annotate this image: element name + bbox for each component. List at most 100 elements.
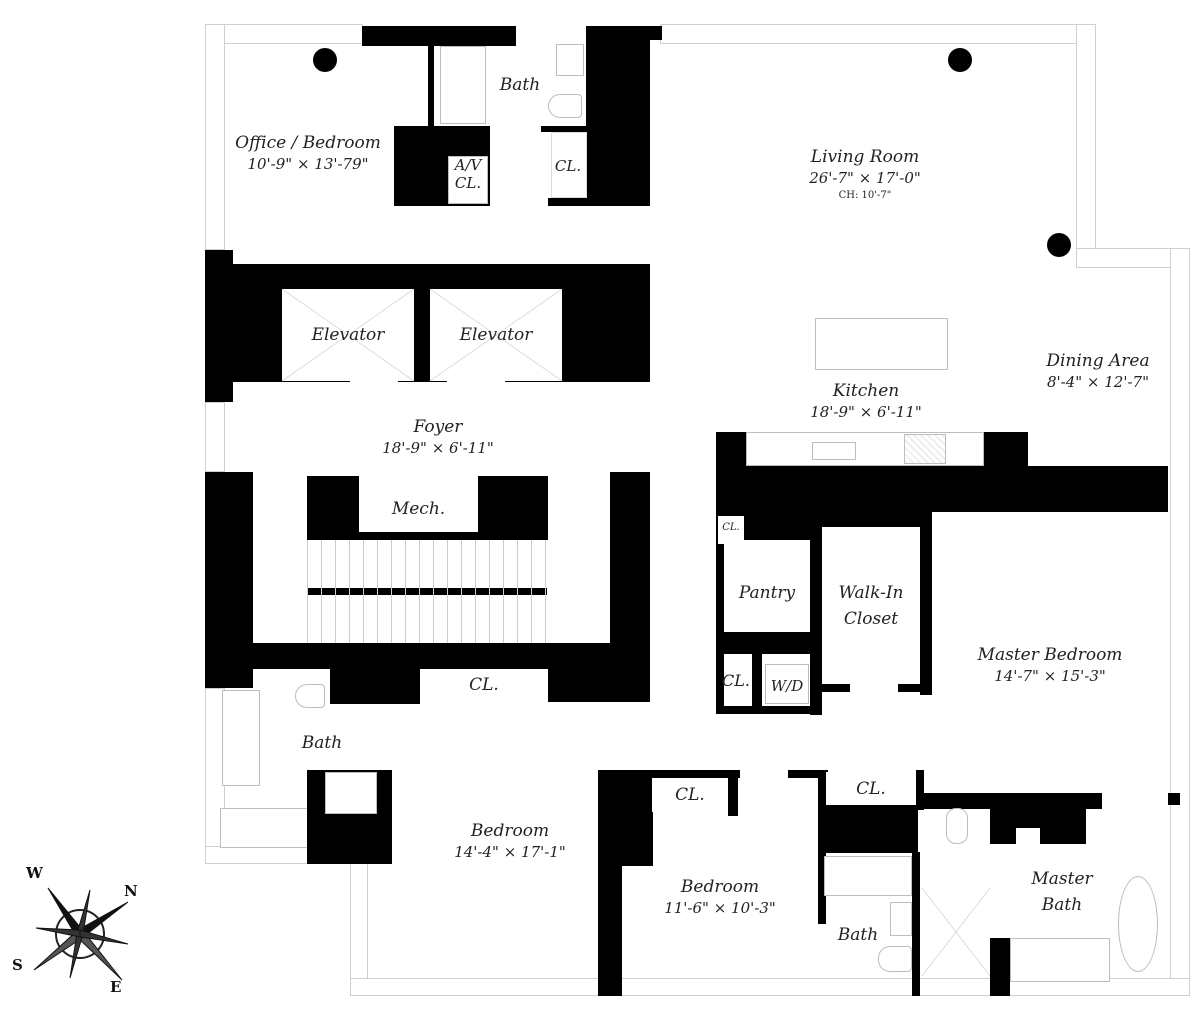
wall-right-stub [1168,793,1180,805]
closet-bedroom-2-box [652,778,728,812]
compass-icon [33,887,129,981]
compass-east: E [110,978,122,996]
compass-rose: W N S E [10,860,150,1000]
kitchen-island [815,318,948,370]
kitchen-range [904,434,946,464]
kitchen-counter [746,432,984,466]
bathtub-top [440,46,486,124]
room-bedroom-2: Bedroom 11'-6" × 10'-3" [640,876,800,918]
room-bedroom-1: Bedroom 14'-4" × 17'-1" [420,820,600,862]
wall-walkin-bottom-left [816,684,850,692]
elevator-x-icon [281,288,415,382]
room-mech: Mech. [359,498,478,520]
toilet-bottom [878,946,912,972]
room-name: CL. [722,522,740,533]
double-vanity-left [222,690,260,786]
toilet-left [295,684,325,708]
exterior-window-wall-bottom [350,978,1190,996]
wall-hall-left [330,660,420,704]
double-vanity-master [1010,938,1110,982]
wall-master-vanity [990,938,1010,996]
wall-closet-b2-top [650,770,740,778]
room-bath-top: Bath [490,74,550,96]
room-bath-left: Bath [292,732,352,754]
wall-core-right [586,26,650,206]
wall-walkin-bottom-right [898,684,932,692]
room-name: Office / Bedroom [235,133,381,153]
room-pantry: Pantry [724,582,810,604]
wall-pantry-divider [810,525,822,715]
exterior-window-wall-top-left [205,24,363,44]
room-kitchen: Kitchen 18'-9" × 6'-11" [786,380,946,422]
mech-room-box [359,484,478,532]
room-name: Elevator [459,325,533,345]
elevator-door-2 [447,381,505,397]
hall-closet-box [420,669,548,701]
room-dimensions: 8'-4" × 12'-7" [1046,373,1149,391]
room-elevator-1: Elevator [282,324,414,346]
sink-top [556,44,584,76]
room-name: Kitchen [832,381,900,401]
room-office-bedroom: Office / Bedroom 10'-9" × 13'-79" [228,132,388,174]
kitchen-sink [812,442,856,460]
elevator-x-icon [429,288,563,382]
wall-pantry-bottom [716,632,816,654]
wall-mech-right [478,476,548,540]
room-name: Bedroom [680,877,760,897]
exterior-window-wall-right-lower [1170,248,1190,996]
room-name: Elevator [311,325,385,345]
room-closet-master: CL. [826,778,916,800]
elevator-shaft-1 [281,288,415,382]
wall-master-closet-right [916,770,924,810]
freestanding-tub [1118,876,1158,972]
structural-column [313,48,337,72]
wall-mech-left [307,476,359,540]
walk-in-closet-box [822,527,920,687]
room-closet-bedroom-2: CL. [652,784,728,806]
shower-left [325,772,377,814]
sink-bottom [890,902,912,936]
room-name: CL. [856,779,886,799]
wall-pantry-left [716,540,724,710]
room-dimensions: 18'-9" × 6'-11" [382,439,494,457]
wall-hall-right [548,660,650,702]
room-dimensions: 14'-4" × 17'-1" [454,843,566,861]
exterior-window-wall-bedroom-left [350,862,368,996]
exterior-window-wall-right-upper [1076,24,1096,256]
wall-laundry-divider [752,654,762,710]
room-closet-laundry: CL. [718,670,754,692]
wall-master-closet-block [818,805,918,853]
av-closet-box [448,156,488,204]
room-name: Mech. [391,499,446,519]
room-name: A/V [454,156,482,174]
wall-laundry-bottom [716,706,820,714]
compass-north: N [124,882,138,900]
shower-x-icon [921,887,991,977]
room-name: Master Bedroom [977,645,1123,665]
room-dimensions: 11'-6" × 10'-3" [664,899,776,917]
room-name: Bath [499,75,541,95]
wall-stair-left [205,472,253,688]
elevator-shaft-2 [429,288,563,382]
pantry-box [724,554,810,632]
room-closet-hall: CL. [420,674,548,696]
room-master-bedroom: Master Bedroom 14'-7" × 15'-3" [970,644,1130,686]
wall-closet-top [541,126,589,132]
room-sub-label: Closet [843,609,899,629]
closet-kitchen-box [718,516,744,544]
room-elevator-2: Elevator [430,324,562,346]
master-bath-nook-box [1016,828,1040,846]
room-name: Living Room [810,147,920,167]
room-dimensions: 18'-9" × 6'-11" [810,403,922,421]
room-dimensions: 10'-9" × 13'-79" [247,155,369,173]
exterior-window-wall-foyer-left [205,402,225,472]
room-name: Pantry [738,583,796,603]
stair-treads [307,540,547,643]
room-name: CL. [554,157,582,175]
toilet-top [548,94,582,118]
room-name: Master [1031,869,1093,889]
wall-left-top-column [205,250,233,402]
exterior-window-wall-bath-bottom [205,846,315,864]
wall-tub-divider [428,46,434,126]
bathtub-bottom [824,856,912,896]
